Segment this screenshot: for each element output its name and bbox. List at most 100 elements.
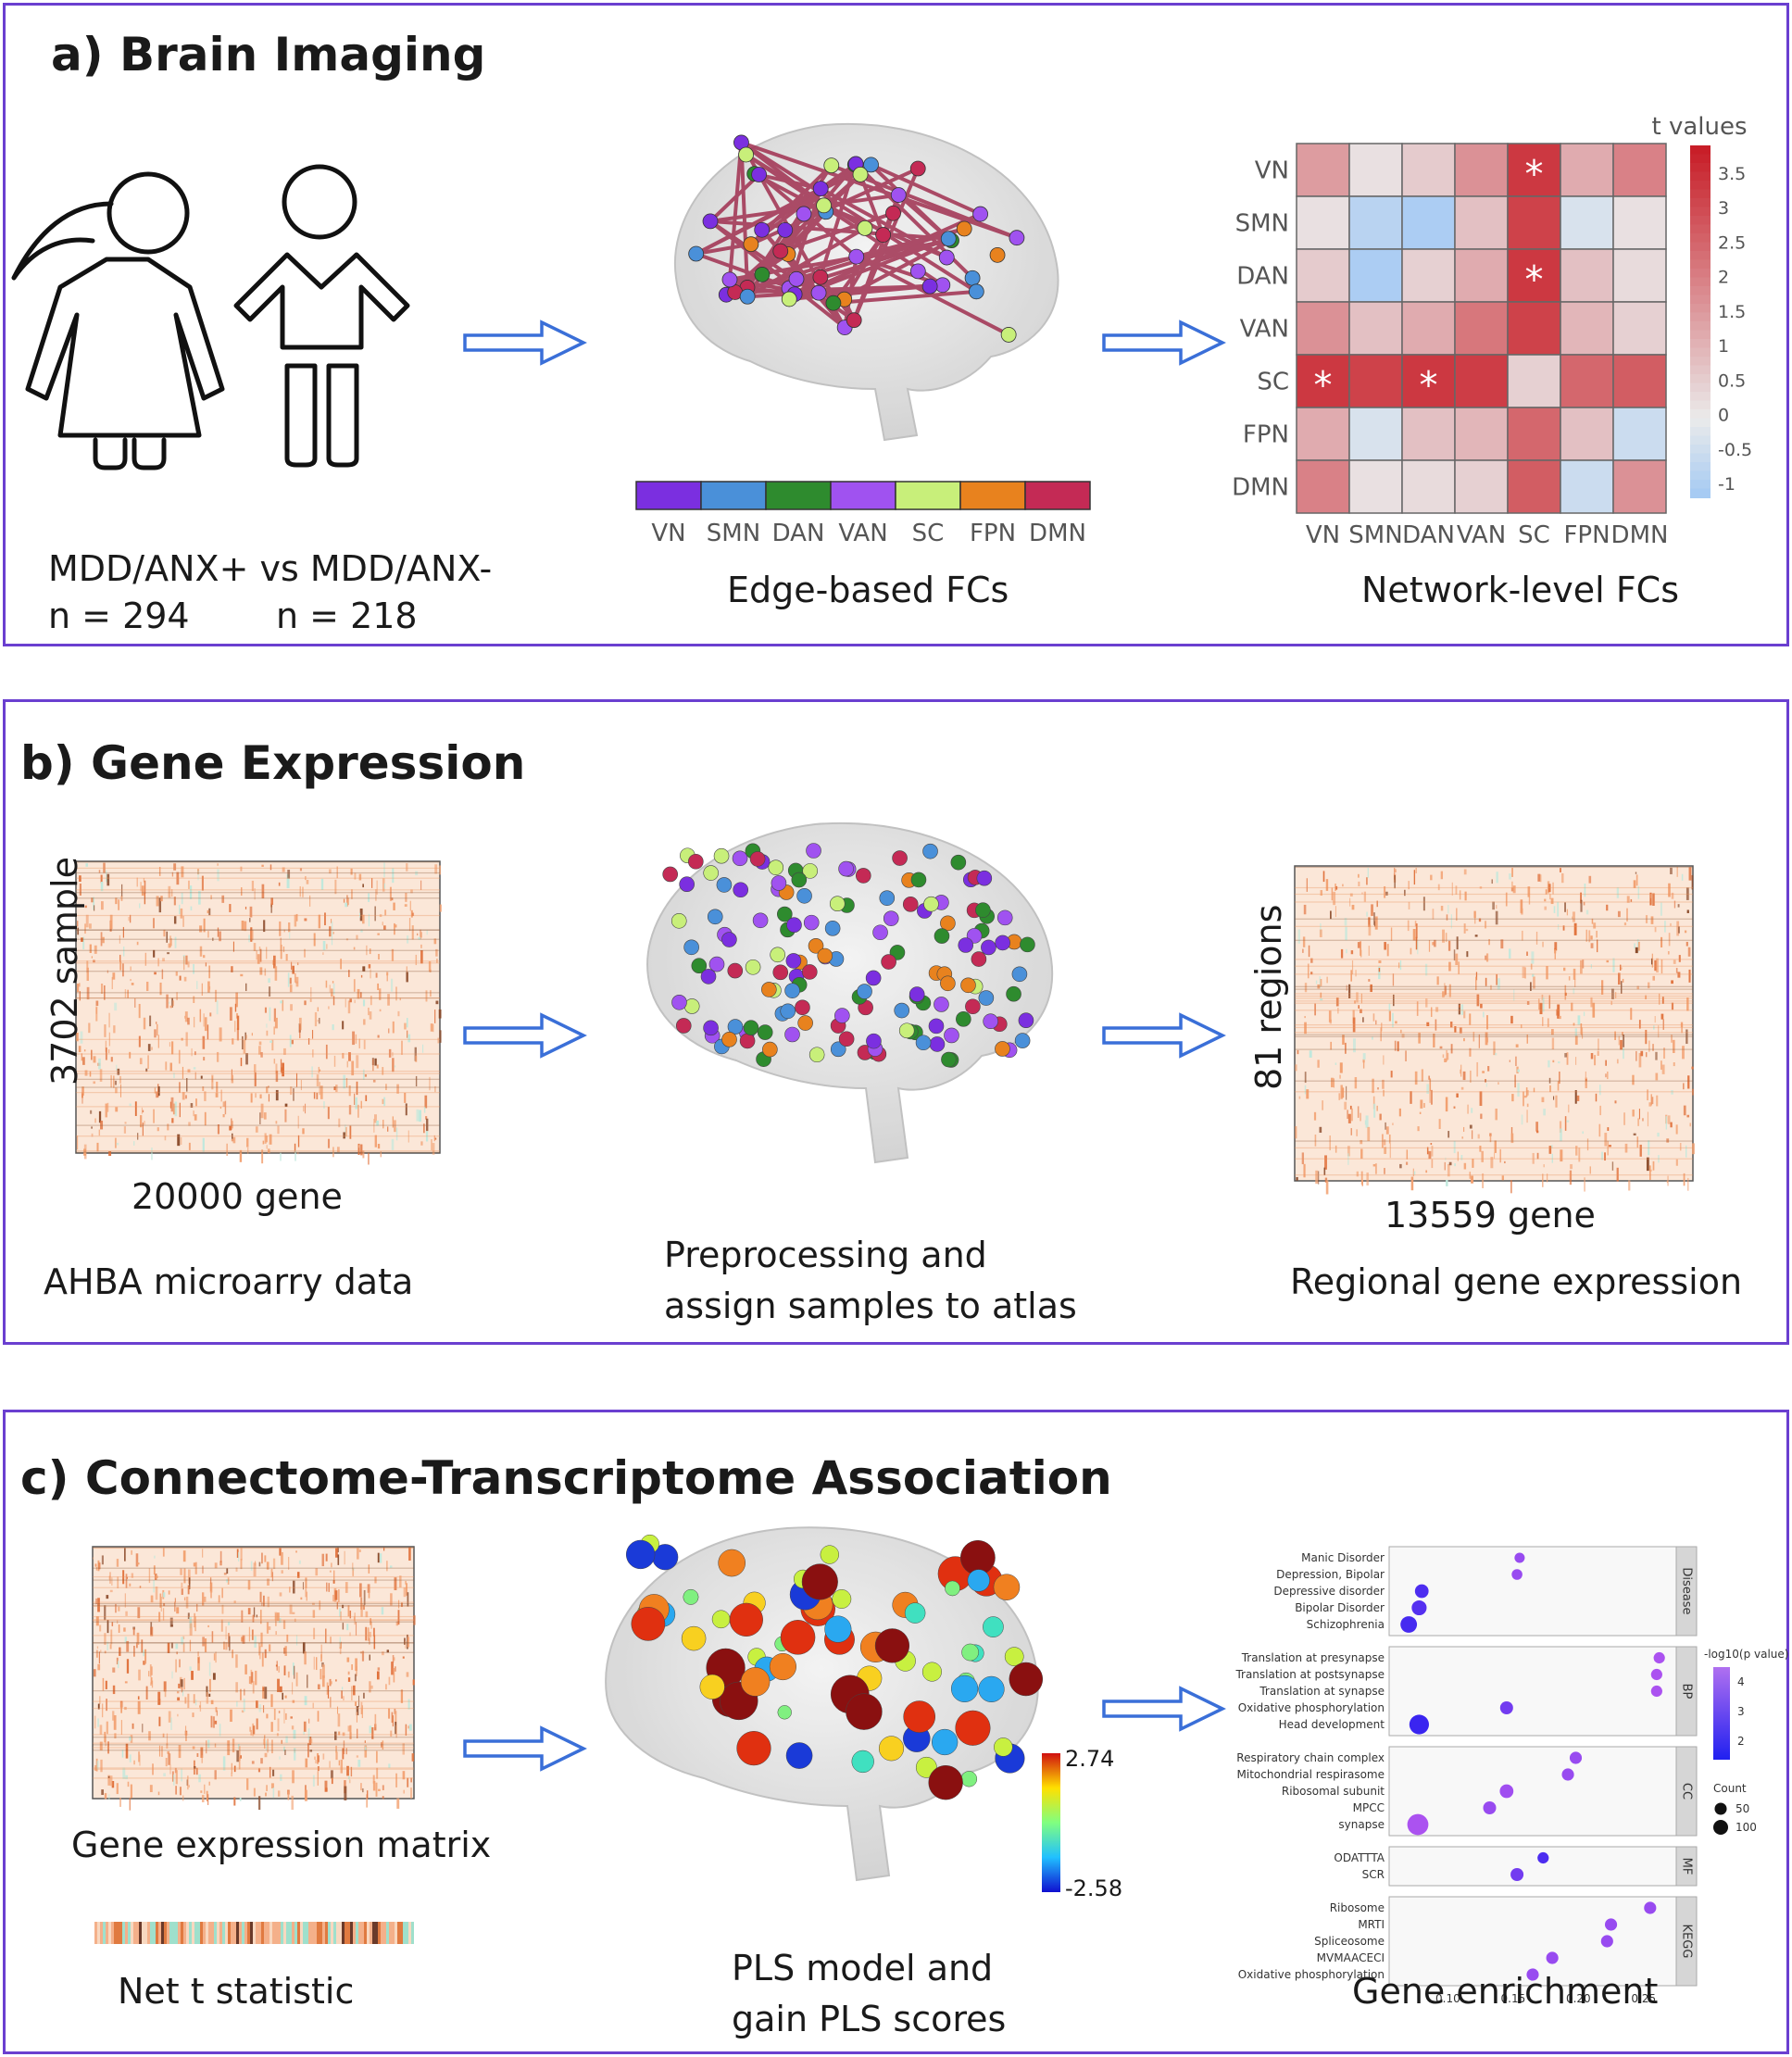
matrix-cell bbox=[112, 1667, 116, 1673]
matrix-cell bbox=[1329, 1135, 1331, 1151]
matrix-cell bbox=[105, 1735, 107, 1747]
matrix-cell bbox=[169, 935, 171, 947]
panel-brain-imaging bbox=[3, 3, 1789, 646]
matrix-cell bbox=[438, 1009, 442, 1019]
matrix-cell bbox=[1482, 1071, 1485, 1073]
matrix-cell bbox=[1476, 994, 1480, 1007]
sample-node bbox=[733, 882, 749, 898]
t-strip-cell bbox=[139, 1922, 142, 1944]
matrix-cell bbox=[1412, 929, 1416, 941]
sample-node bbox=[829, 896, 846, 912]
matrix-cell bbox=[379, 914, 382, 918]
matrix-cell bbox=[297, 1135, 300, 1148]
sample-node bbox=[806, 843, 821, 859]
matrix-cell bbox=[354, 872, 357, 880]
colorbar-tick: 2.5 bbox=[1718, 232, 1746, 253]
matrix-cell bbox=[219, 1106, 222, 1110]
matrix-row bbox=[76, 1053, 440, 1055]
matrix-cell bbox=[1606, 960, 1610, 963]
matrix-cell bbox=[336, 1601, 338, 1610]
matrix-cell bbox=[158, 897, 162, 913]
matrix-cell bbox=[1665, 1116, 1668, 1130]
matrix-cell bbox=[349, 1725, 352, 1739]
matrix-cell bbox=[1686, 1114, 1690, 1118]
matrix-cell bbox=[94, 1563, 97, 1567]
matrix-cell bbox=[107, 1775, 110, 1786]
matrix-cell bbox=[284, 1646, 287, 1656]
matrix-cell bbox=[415, 871, 419, 876]
matrix-cell bbox=[130, 1735, 133, 1743]
heat-cell bbox=[1348, 301, 1403, 356]
matrix-cell bbox=[393, 1657, 395, 1662]
pls-node bbox=[921, 1662, 942, 1682]
matrix-row bbox=[76, 997, 440, 999]
matrix-cell bbox=[1372, 1078, 1374, 1094]
matrix-cell bbox=[81, 1093, 83, 1104]
heatmap-col-label: DMN bbox=[1611, 521, 1669, 549]
matrix-cell bbox=[1557, 1004, 1560, 1019]
matrix-cell bbox=[122, 1570, 125, 1585]
matrix-cell bbox=[300, 1597, 303, 1600]
matrix-cell bbox=[1554, 949, 1556, 960]
pls-node bbox=[631, 1606, 666, 1641]
brain-node bbox=[754, 267, 771, 282]
matrix-cell bbox=[1447, 1052, 1449, 1060]
matrix-cell bbox=[1548, 1077, 1551, 1084]
matrix-cell bbox=[176, 1651, 178, 1655]
matrix-cell bbox=[224, 1100, 227, 1115]
matrix-cell bbox=[296, 1572, 300, 1578]
matrix-cell bbox=[1315, 980, 1318, 985]
matrix-cell bbox=[202, 1035, 206, 1049]
matrix-cell bbox=[108, 1151, 112, 1157]
matrix-cell bbox=[1586, 1138, 1589, 1151]
sample-node bbox=[965, 998, 981, 1015]
matrix-cell bbox=[202, 1592, 205, 1606]
matrix-row bbox=[93, 1690, 414, 1692]
matrix-cell bbox=[254, 1064, 257, 1072]
matrix-cell bbox=[412, 1679, 415, 1686]
matrix-cell bbox=[289, 1604, 293, 1614]
matrix-cell bbox=[1663, 1047, 1666, 1060]
matrix-cell bbox=[1597, 939, 1598, 953]
matrix-cell bbox=[115, 1087, 118, 1094]
matrix-cell bbox=[363, 1604, 365, 1611]
matrix-cell bbox=[405, 1641, 407, 1649]
heatmap-row-label: SMN bbox=[1235, 210, 1289, 238]
pls-node bbox=[878, 1736, 905, 1762]
matrix-cell bbox=[317, 1711, 320, 1722]
enrichment-dot bbox=[1650, 1668, 1662, 1681]
matrix-cell bbox=[137, 1562, 140, 1565]
matrix-cell bbox=[337, 1554, 340, 1565]
matrix-cell bbox=[370, 1618, 372, 1625]
matrix-cell bbox=[223, 1641, 225, 1650]
matrix-cell bbox=[376, 1671, 380, 1680]
matrix-cell bbox=[1652, 893, 1655, 906]
matrix-cell bbox=[1384, 885, 1386, 898]
sample-node bbox=[1006, 985, 1021, 1002]
matrix-cell bbox=[1583, 901, 1585, 906]
matrix-cell bbox=[309, 1738, 313, 1744]
matrix-cell bbox=[325, 1044, 328, 1060]
matrix-cell bbox=[406, 1672, 409, 1677]
matrix-cell bbox=[231, 1074, 234, 1084]
significance-star: * bbox=[1525, 154, 1544, 196]
sample-node bbox=[1014, 1033, 1031, 1048]
matrix-cell bbox=[194, 1766, 196, 1769]
sample-node bbox=[996, 909, 1013, 926]
matrix-cell bbox=[1590, 963, 1592, 969]
matrix-cell bbox=[197, 1651, 199, 1656]
matrix-cell bbox=[252, 1681, 255, 1694]
pls-node bbox=[950, 1674, 979, 1703]
matrix-cell bbox=[104, 1024, 107, 1037]
matrix-cell bbox=[1599, 1105, 1601, 1116]
t-strip-cell bbox=[306, 1922, 308, 1944]
matrix-cell bbox=[402, 1656, 405, 1659]
matrix-row bbox=[76, 1151, 440, 1153]
matrix-cell bbox=[1648, 1140, 1650, 1156]
matrix-cell bbox=[280, 937, 282, 951]
matrix-cell bbox=[1543, 1164, 1545, 1168]
matrix-cell bbox=[1685, 887, 1689, 900]
matrix-cell bbox=[193, 1067, 196, 1070]
matrix-cell bbox=[182, 1066, 184, 1079]
matrix-cell bbox=[338, 1731, 341, 1736]
